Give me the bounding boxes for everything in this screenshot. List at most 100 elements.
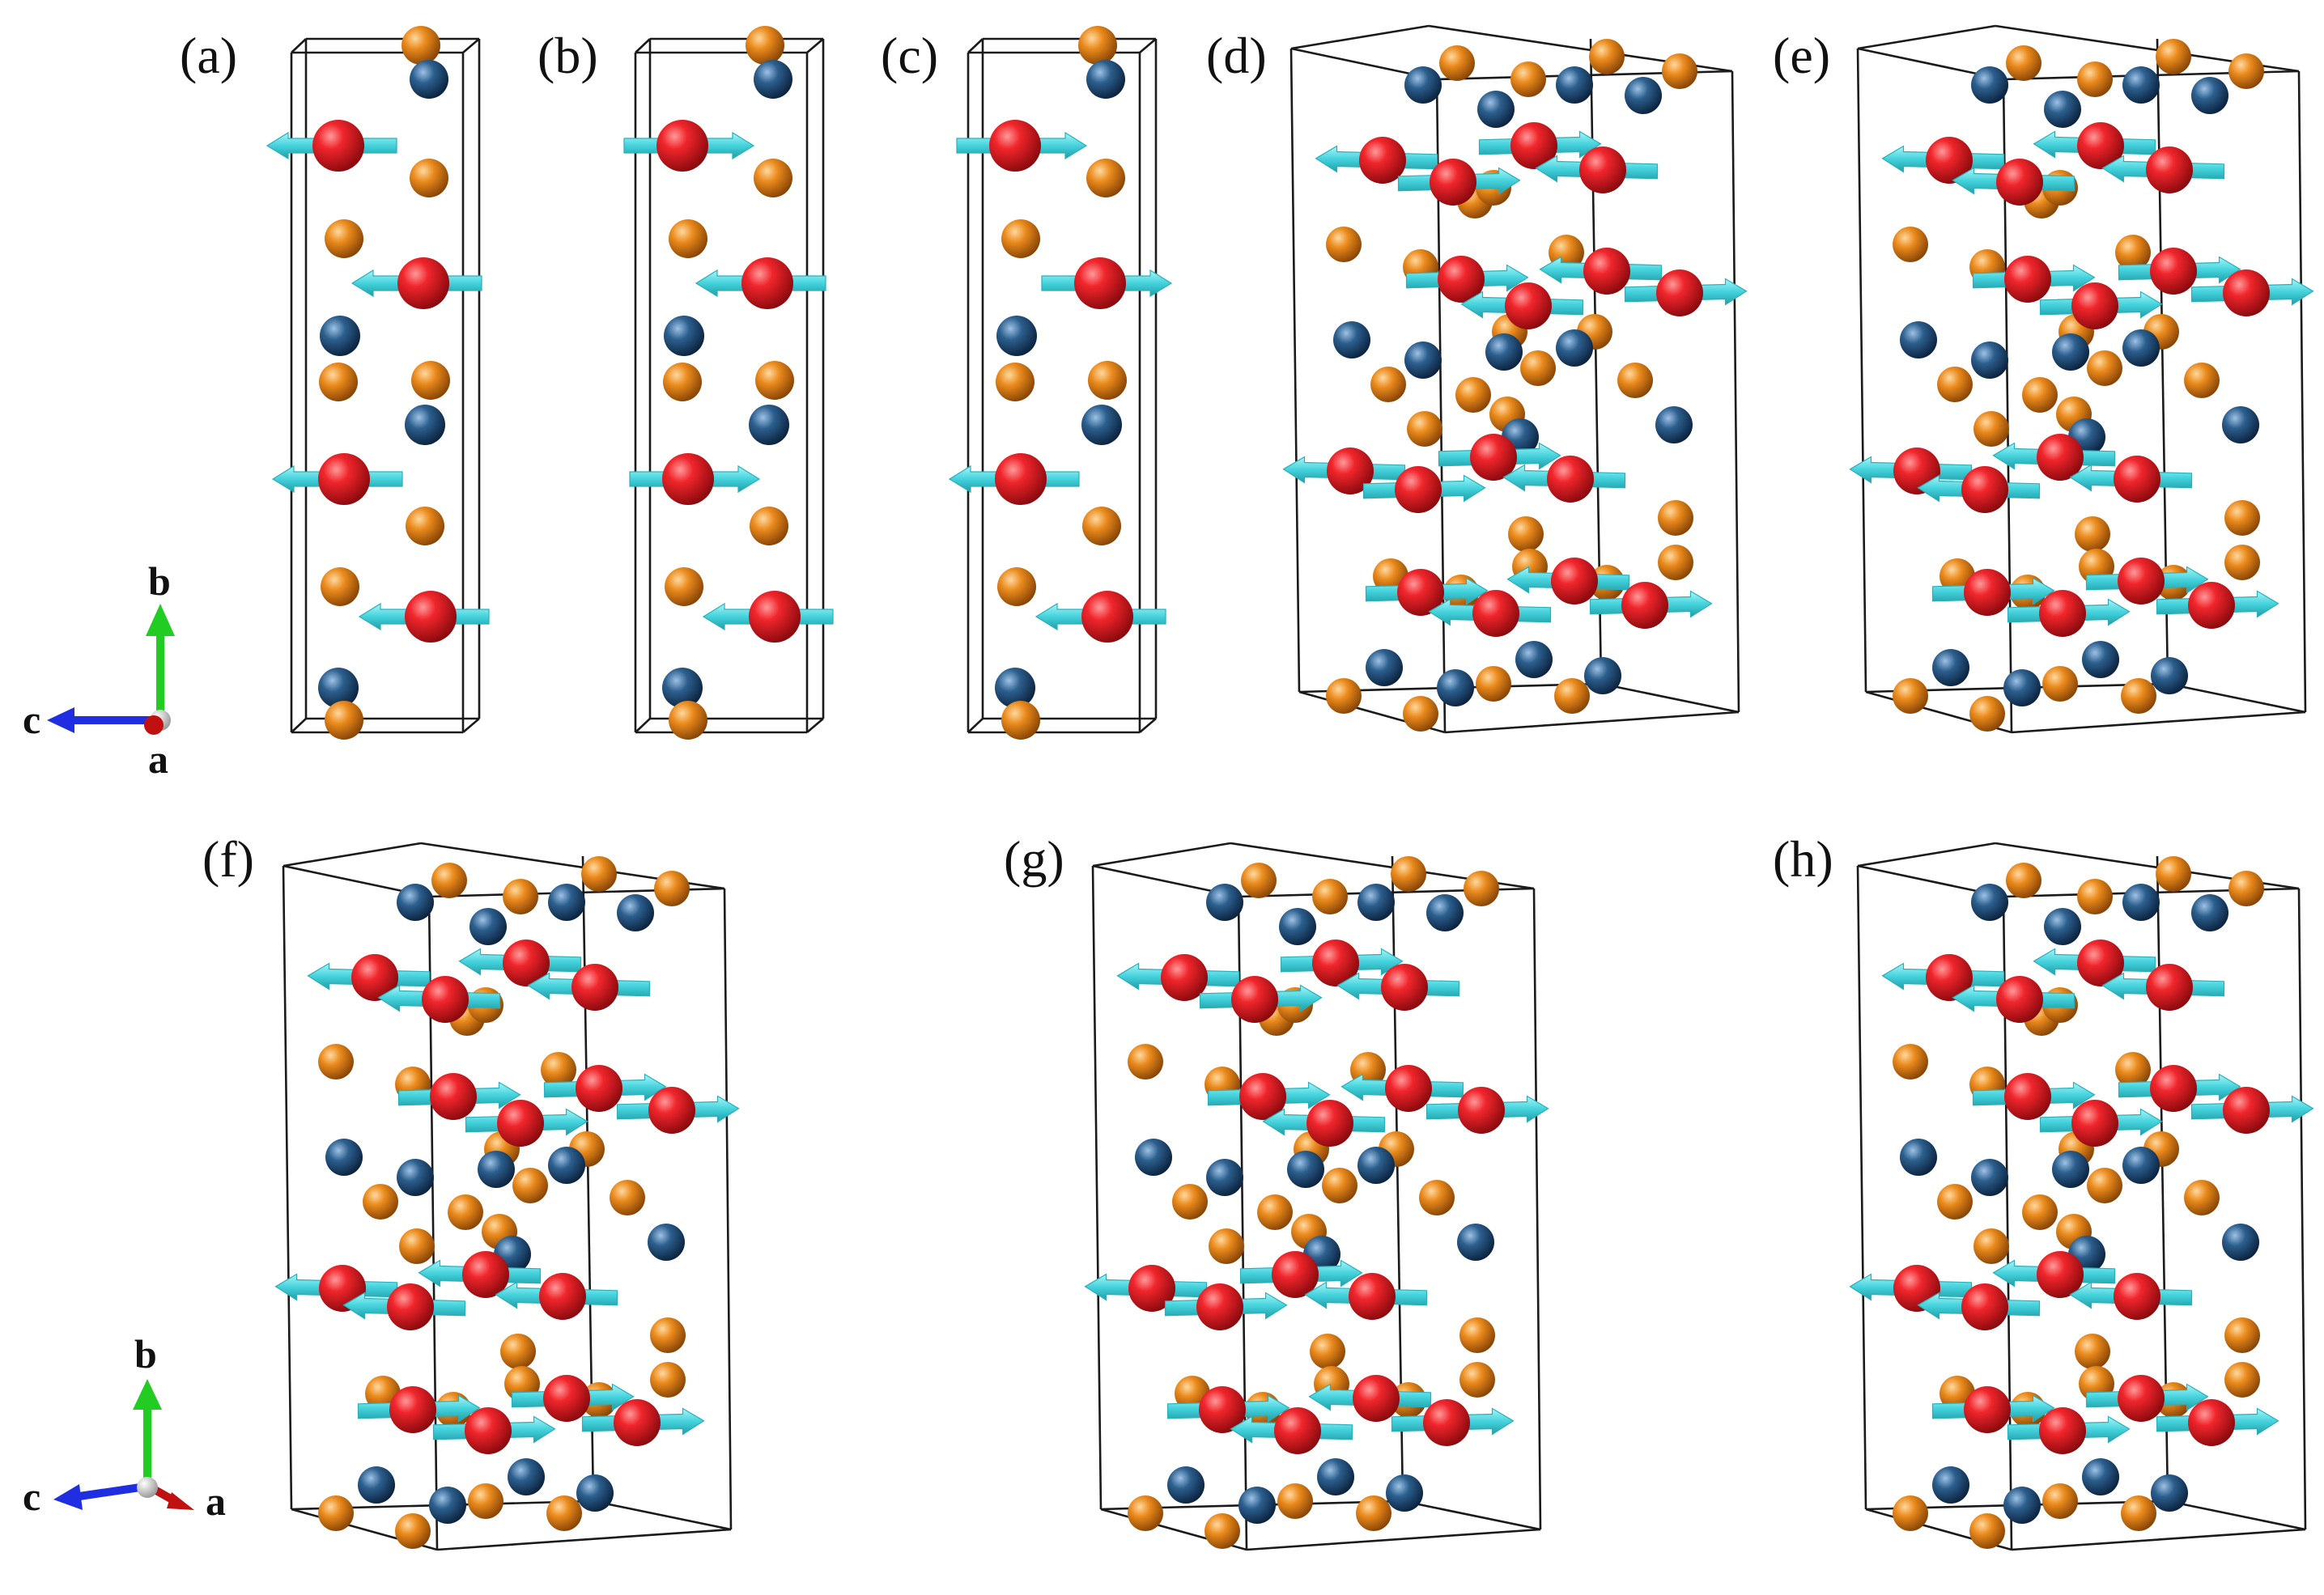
magnetic-atom — [1458, 1087, 1505, 1134]
blue-atom — [2122, 1147, 2160, 1184]
magnetic-atom — [2037, 434, 2084, 481]
orange-atom — [1617, 363, 1653, 398]
magnetic-atom — [2077, 122, 2124, 169]
blue-atom — [1485, 333, 1523, 371]
magnetic-atom — [503, 940, 550, 986]
blue-atom — [1971, 884, 2008, 921]
cell-edge — [1289, 48, 1301, 693]
orange-atom — [2006, 863, 2041, 898]
magnetic-atom — [995, 453, 1047, 505]
cell-edge — [1532, 888, 1542, 1530]
axis-a-label: a — [148, 736, 168, 782]
orange-atom — [1001, 701, 1040, 740]
orange-atom — [2022, 1194, 2058, 1230]
orange-atom — [1459, 1362, 1495, 1398]
magnetic-atom — [648, 1087, 695, 1134]
orange-atom — [755, 361, 794, 400]
magnetic-atom — [539, 1273, 586, 1320]
blue-atom — [405, 405, 445, 445]
magnetic-atom — [1964, 1386, 2011, 1433]
orange-atom — [1893, 678, 1928, 714]
blue-atom — [358, 1466, 395, 1504]
orange-atom — [1969, 696, 2005, 732]
cell-edge — [1402, 1500, 1541, 1531]
blue-atom — [478, 1151, 515, 1188]
magnetic-atom — [571, 964, 618, 1011]
orange-atom — [1356, 1495, 1391, 1531]
orange-atom — [1407, 411, 1442, 447]
panel-label-e: (e) — [1773, 27, 1830, 84]
blue-atom — [1357, 884, 1395, 921]
magnetic-atom — [318, 453, 370, 505]
orange-atom — [411, 361, 450, 400]
magnetic-atom — [749, 591, 801, 643]
orange-atom — [746, 26, 784, 65]
blue-atom — [1556, 329, 1593, 367]
orange-atom — [2156, 856, 2191, 892]
axis-b-label: b — [134, 1331, 157, 1377]
orange-atom — [1204, 1513, 1240, 1549]
magnetic-atom — [2114, 456, 2160, 503]
orange-atom — [1658, 545, 1693, 580]
blue-atom — [1206, 1159, 1243, 1196]
magnetic-atom — [1430, 159, 1476, 206]
magnetic-atom — [2071, 282, 2118, 329]
blue-atom — [2122, 66, 2160, 104]
orange-atom — [1464, 871, 1499, 906]
axis-b-label: b — [148, 558, 171, 604]
magnetic-atom — [2223, 1087, 2270, 1134]
blue-atom — [1404, 341, 1442, 379]
orange-atom — [2228, 53, 2264, 89]
magnetic-atom — [462, 1251, 509, 1298]
orange-atom — [610, 1180, 645, 1215]
orange-atom — [1893, 227, 1928, 262]
blue-atom — [1477, 91, 1515, 128]
blue-atom — [2122, 884, 2160, 921]
orange-atom — [406, 507, 444, 545]
cell-edge — [291, 38, 307, 53]
blue-atom — [548, 884, 585, 921]
magnetic-atom — [1547, 456, 1594, 503]
magnetic-atom — [1510, 122, 1557, 169]
blue-atom — [2003, 1487, 2041, 1524]
cell-edge — [967, 718, 984, 733]
orange-atom — [500, 1334, 536, 1369]
cell-edge — [2297, 70, 2307, 713]
orange-atom — [1893, 1495, 1928, 1531]
cell-edge — [635, 718, 651, 733]
blue-atom — [1584, 657, 1621, 694]
magnetic-atom — [741, 257, 793, 309]
blue-atom — [1971, 341, 2008, 379]
cell-edge — [462, 718, 480, 733]
blue-atom — [469, 908, 507, 945]
orange-atom — [1326, 678, 1362, 714]
magnetic-atom — [2077, 940, 2124, 986]
orange-atom — [325, 701, 363, 740]
blue-atom — [662, 668, 703, 708]
cell-edge — [967, 38, 984, 53]
axis-c-arrowhead — [53, 1484, 83, 1510]
orange-atom — [2042, 1483, 2078, 1519]
blue-atom — [749, 405, 789, 445]
magnetic-atom — [1381, 964, 1428, 1011]
blue-atom — [1404, 66, 1442, 104]
blue-atom — [1457, 1224, 1494, 1261]
orange-atom — [410, 159, 448, 197]
orange-atom — [1086, 159, 1125, 197]
blue-atom — [995, 668, 1035, 708]
supercell-e — [1849, 24, 2314, 734]
magnetic-atom — [1274, 1407, 1321, 1454]
cell-edge — [291, 718, 307, 733]
orange-atom — [1658, 500, 1693, 536]
orange-atom — [650, 1362, 686, 1398]
blue-atom — [1386, 1474, 1423, 1512]
panel-label-b: (b) — [537, 27, 598, 84]
magnetic-atom — [2146, 146, 2193, 193]
magnetic-atom — [1128, 1265, 1175, 1312]
blue-atom — [2003, 669, 2041, 706]
blue-atom — [318, 668, 359, 708]
orange-atom — [2115, 1052, 2151, 1088]
blue-atom — [1279, 908, 1316, 945]
magnetic-atom — [2150, 1065, 2197, 1112]
